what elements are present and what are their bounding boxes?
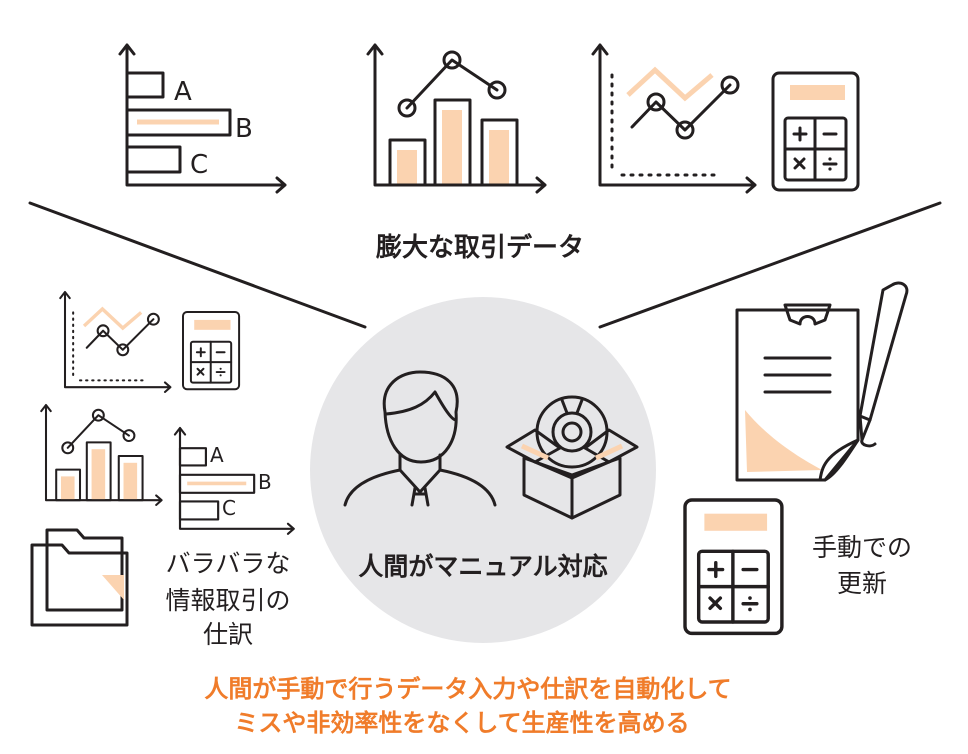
bottom-message-line2: ミスや非効率性をなくして生産性を高める [234,709,689,737]
center-label: 人間がマニュアル対応 [358,552,607,581]
bar-label-c: C [190,150,208,180]
bottom-message-line1: 人間が手動で行うデータ入力や仕訳を自動化して [204,675,731,703]
bar-label-a: A [174,77,192,107]
center-circle [310,297,656,643]
bar-label-b: B [235,114,253,144]
left-caption-line2: 情報取引の [165,586,290,615]
pen-icon [858,281,909,448]
column-chart-icon [366,43,547,194]
document-clipboard-icon [735,303,860,482]
divider-line-right [598,201,942,329]
bar-label-b-small: B [258,470,272,494]
line-chart-icon-small [58,290,173,394]
bar-label-c-small: C [222,496,236,520]
box-disc-icon [505,395,639,520]
right-caption-line1: 手動での [812,533,912,562]
line-chart-icon [593,45,755,192]
person-icon [343,370,497,507]
right-caption-line2: 更新 [837,569,887,598]
left-caption-line1: バラバラな [166,549,291,578]
column-chart-icon-small [40,403,163,506]
calculator-icon-right [683,498,784,636]
left-caption-line3: 仕訳 [203,620,253,649]
folder-icon [30,528,129,627]
divider-line-left [28,201,367,329]
calculator-icon [771,71,860,192]
bar-label-a-small: A [210,443,224,467]
title-top: 膨大な取引データ [376,232,584,263]
calculator-icon-small [182,311,241,391]
